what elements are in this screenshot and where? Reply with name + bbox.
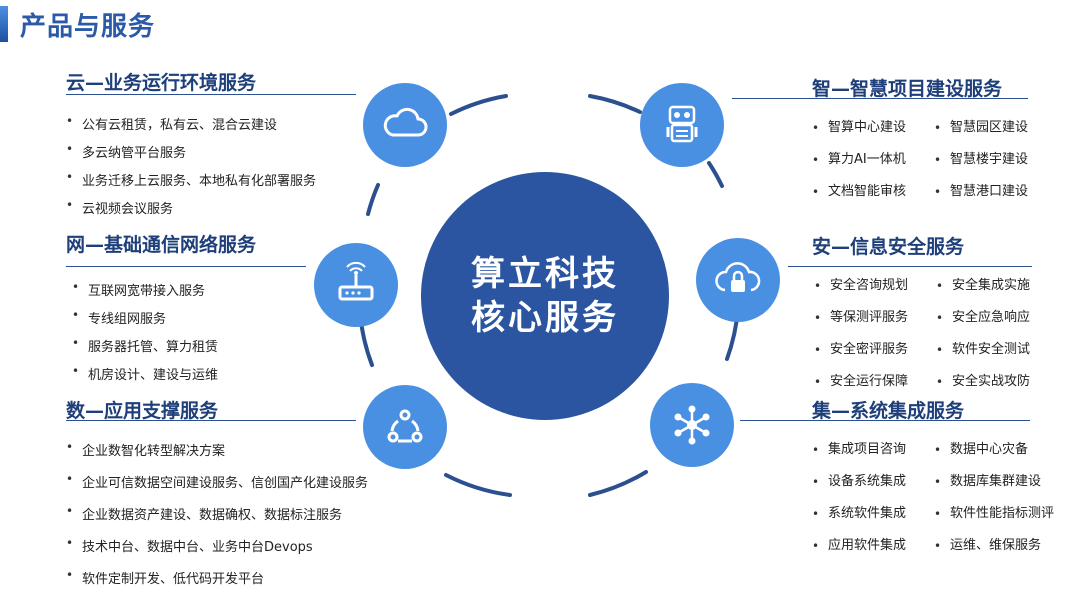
integration-section-title: 集—系统集成服务 [812, 400, 965, 422]
list-item: 集成项目咨询 [812, 440, 934, 472]
list-item: 数据库集群建设 [934, 472, 1064, 504]
core-services-circle: 算立科技 核心服务 [421, 172, 669, 420]
list-item: 互联网宽带接入服务 [72, 280, 218, 308]
center-title-line1: 算立科技 [471, 254, 619, 294]
cloud-section-title: 云—业务运行环境服务 [66, 72, 257, 94]
cloud-lock-icon [715, 262, 761, 292]
list-item: 系统软件集成 [812, 504, 934, 536]
list-item: 智慧港口建设 [934, 182, 1064, 214]
integration-node [650, 383, 734, 467]
list-item: 智慧园区建设 [934, 118, 1064, 150]
cloud-icon [383, 107, 428, 137]
security-section-title: 安—信息安全服务 [812, 236, 965, 258]
hub-network-icon [674, 405, 710, 445]
smart-title-underline [732, 98, 1028, 99]
list-item: 等保测评服务 [814, 308, 936, 340]
ring-arc-bottom-left [444, 473, 512, 497]
list-item: 应用软件集成 [812, 536, 934, 568]
data-node [363, 385, 447, 469]
data-title-underline [66, 420, 356, 421]
list-item: 算力AI一体机 [812, 150, 934, 182]
smart-items: 智算中心建设 智慧园区建设 算力AI一体机 智慧楼宇建设 文档智能审核 智慧港口… [812, 118, 1064, 214]
title-accent-bar [0, 6, 8, 42]
list-item: 文档智能审核 [812, 182, 934, 214]
share-nodes-icon [387, 409, 423, 443]
list-item: 公有云租赁，私有云、混合云建设 [66, 114, 316, 142]
robot-icon [666, 105, 698, 143]
list-item: 运维、维保服务 [934, 536, 1064, 568]
security-node [696, 238, 780, 322]
list-item: 业务迁移上云服务、本地私有化部署服务 [66, 170, 316, 198]
security-items: 安全咨询规划 安全集成实施 等保测评服务 安全应急响应 安全密评服务 软件安全测… [814, 276, 1066, 404]
smart-section-title: 智—智慧项目建设服务 [812, 78, 1003, 100]
center-title-line2: 核心服务 [471, 298, 619, 338]
ring-arc-left-upper [366, 183, 380, 216]
list-item: 软件定制开发、低代码开发平台 [66, 568, 368, 600]
cloud-title-underline [66, 94, 356, 95]
list-item: 服务器托管、算力租赁 [72, 336, 218, 364]
integration-title-underline [740, 420, 1030, 421]
ring-arc-right-upper [707, 161, 724, 188]
list-item: 安全咨询规划 [814, 276, 936, 308]
list-item: 安全密评服务 [814, 340, 936, 372]
cloud-node [363, 83, 447, 167]
data-items: 企业数智化转型解决方案 企业可信数据空间建设服务、信创国产化建设服务 企业数据资… [66, 440, 368, 600]
list-item: 技术中台、数据中台、业务中台Devops [66, 536, 368, 568]
network-node [314, 243, 398, 327]
list-item: 安全集成实施 [936, 276, 1066, 308]
list-item: 多云纳管平台服务 [66, 142, 316, 170]
list-item: 软件性能指标测评 [934, 504, 1064, 536]
ring-arc-bottom-right [588, 470, 648, 497]
list-item: 企业可信数据空间建设服务、信创国产化建设服务 [66, 472, 368, 504]
list-item: 软件安全测试 [936, 340, 1066, 372]
ring-arc-top-right [588, 94, 642, 114]
page-title: 产品与服务 [20, 12, 156, 42]
network-title-underline [66, 266, 306, 267]
list-item: 安全实战攻防 [936, 372, 1066, 404]
network-section-title: 网—基础通信网络服务 [66, 234, 257, 256]
router-icon [338, 261, 374, 301]
list-item: 机房设计、建设与运维 [72, 364, 218, 392]
list-item: 安全运行保障 [814, 372, 936, 404]
list-item: 设备系统集成 [812, 472, 934, 504]
ring-arc-top-left [449, 94, 508, 116]
security-title-underline [788, 266, 1032, 267]
list-item: 智慧楼宇建设 [934, 150, 1064, 182]
list-item: 企业数据资产建设、数据确权、数据标注服务 [66, 504, 368, 536]
list-item: 专线组网服务 [72, 308, 218, 336]
list-item: 安全应急响应 [936, 308, 1066, 340]
integration-items: 集成项目咨询 数据中心灾备 设备系统集成 数据库集群建设 系统软件集成 软件性能… [812, 440, 1064, 568]
data-section-title: 数—应用支撑服务 [66, 400, 219, 422]
list-item: 智算中心建设 [812, 118, 934, 150]
network-items: 互联网宽带接入服务 专线组网服务 服务器托管、算力租赁 机房设计、建设与运维 [72, 280, 218, 392]
list-item: 数据中心灾备 [934, 440, 1064, 472]
cloud-items: 公有云租赁，私有云、混合云建设 多云纳管平台服务 业务迁移上云服务、本地私有化部… [66, 114, 316, 226]
list-item: 企业数智化转型解决方案 [66, 440, 368, 472]
list-item: 云视频会议服务 [66, 198, 316, 226]
smart-node [640, 83, 724, 167]
